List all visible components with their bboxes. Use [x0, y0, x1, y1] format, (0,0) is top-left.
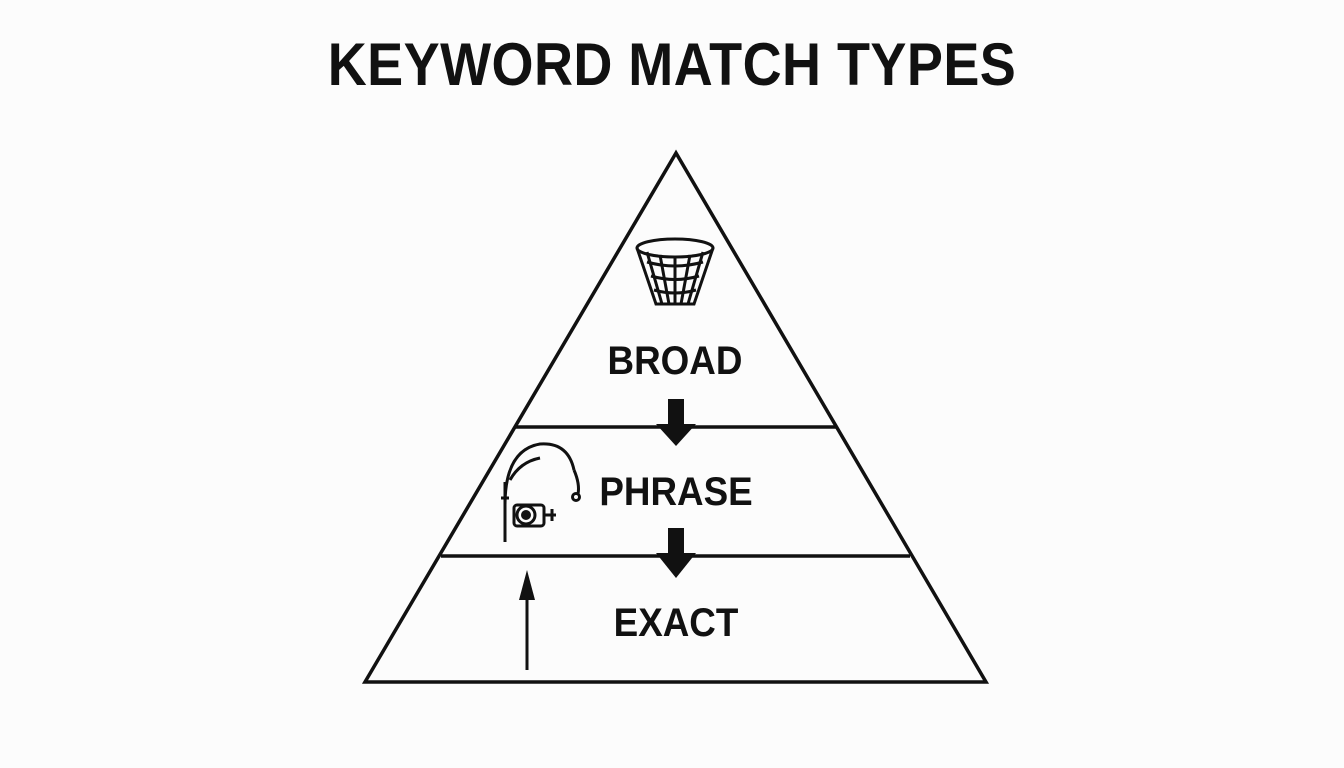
level-label-broad: BROAD: [608, 339, 743, 384]
page-title: KEYWORD MATCH TYPES: [327, 31, 1017, 98]
pyramid-outline: [361, 149, 990, 684]
arrow-down-icon: [656, 528, 696, 578]
net-basket-icon: [635, 237, 715, 306]
spear-icon: [519, 570, 535, 670]
level-label-exact: EXACT: [614, 601, 739, 646]
arrow-down-icon: [656, 399, 696, 446]
level-label-phrase: PHRASE: [599, 470, 752, 515]
fishing-rod-icon: [501, 442, 581, 542]
